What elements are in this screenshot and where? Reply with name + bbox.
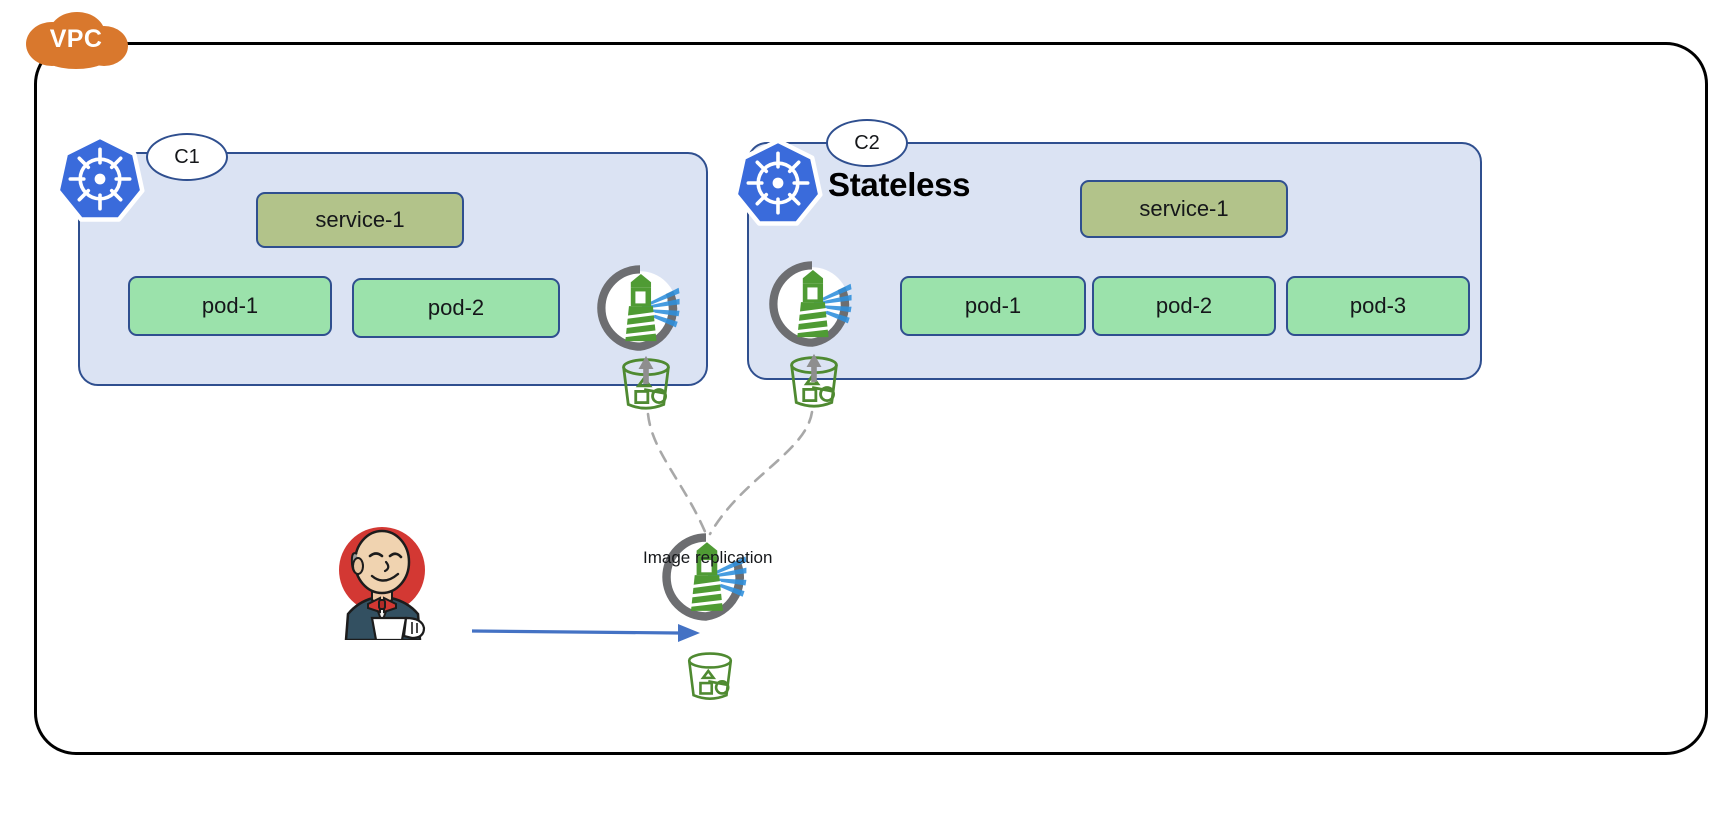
stateless-annotation: Stateless <box>828 166 971 203</box>
harbor-registry-icon-central[interactable] <box>659 530 753 624</box>
kubernetes-icon <box>733 138 823 228</box>
pod-box-c1-pod-1[interactable]: pod-1 <box>128 276 332 336</box>
storage-bucket-icon-central[interactable] <box>684 650 736 704</box>
jenkins-icon[interactable] <box>328 518 436 642</box>
cluster-panel-c1[interactable] <box>78 152 708 386</box>
pod-box-c2-pod-1[interactable]: pod-1 <box>900 276 1086 336</box>
service-box-c1-service-1[interactable]: service-1 <box>256 192 464 248</box>
vpc-cloud-shape: VPC <box>22 10 130 72</box>
cluster-badge-c1[interactable]: C1 <box>146 133 228 181</box>
pod-box-c2-pod-2[interactable]: pod-2 <box>1092 276 1276 336</box>
pod-box-c1-pod-2[interactable]: pod-2 <box>352 278 560 338</box>
service-box-c2-service-1[interactable]: service-1 <box>1080 180 1288 238</box>
kubernetes-icon <box>55 134 145 224</box>
storage-bucket-icon-c2[interactable] <box>786 350 842 412</box>
pod-box-c2-pod-3[interactable]: pod-3 <box>1286 276 1470 336</box>
storage-bucket-icon-c1[interactable] <box>618 352 674 414</box>
replication-label: Image replication <box>643 548 773 567</box>
cluster-badge-c2[interactable]: C2 <box>826 119 908 167</box>
harbor-registry-icon-c2[interactable] <box>766 258 858 350</box>
harbor-registry-icon-c1[interactable] <box>594 262 686 354</box>
vpc-boundary <box>34 42 1708 755</box>
